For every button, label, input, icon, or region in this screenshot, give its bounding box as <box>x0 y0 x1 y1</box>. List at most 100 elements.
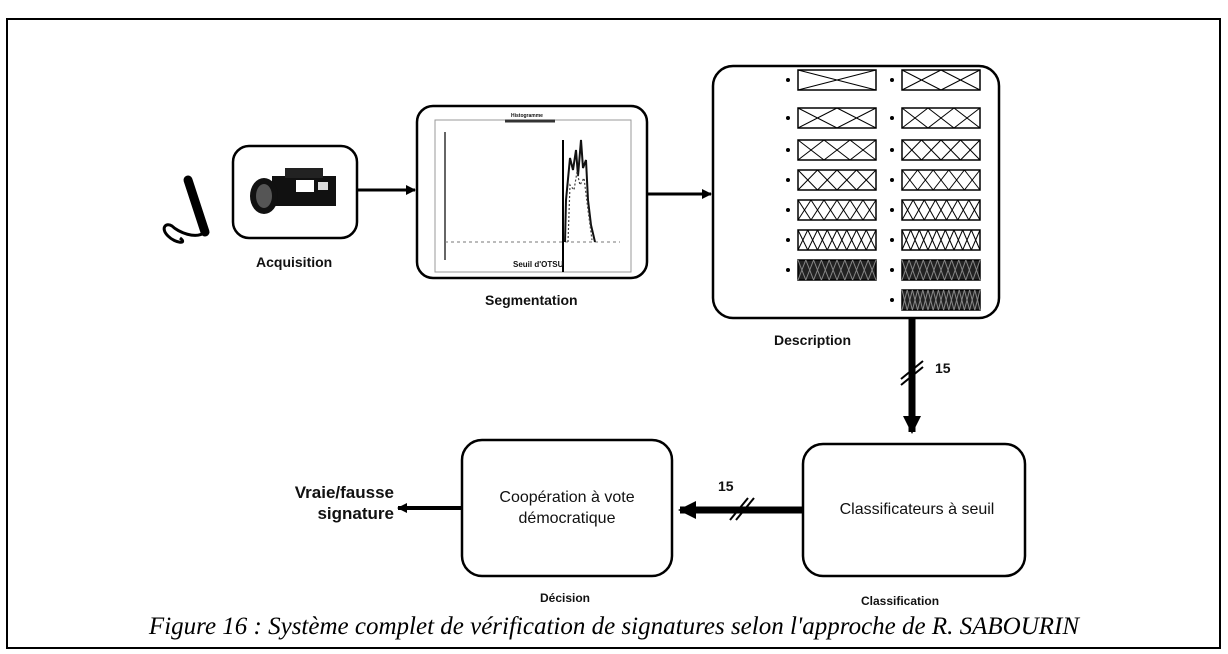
cooperation-text-line1: Coopération à vote <box>499 489 635 506</box>
pattern-line <box>817 229 828 251</box>
pattern-line <box>836 199 851 221</box>
pattern-line <box>912 199 925 221</box>
pattern-bullet <box>786 268 790 272</box>
pattern-bullet <box>890 78 894 82</box>
pattern-thumbnail <box>901 139 981 161</box>
pattern-bullet <box>786 78 790 82</box>
pattern-line <box>963 289 971 311</box>
pattern-line <box>969 289 976 311</box>
pattern-line <box>826 229 838 251</box>
pattern-line <box>948 289 955 311</box>
pattern-line <box>932 289 939 311</box>
pattern-line <box>965 259 974 281</box>
pattern-line <box>820 259 830 281</box>
pattern-line <box>836 229 848 251</box>
pattern-line <box>797 169 818 191</box>
pattern-line <box>940 139 961 161</box>
pattern-line <box>846 229 857 251</box>
pattern-line <box>953 107 981 129</box>
pattern-bullet <box>786 178 790 182</box>
pattern-line <box>906 289 913 311</box>
pattern-line <box>836 259 846 281</box>
pattern-line <box>911 289 919 311</box>
pattern-line <box>852 259 861 281</box>
otsu-label: Seuil d'OTSU <box>513 260 564 269</box>
output-label-line2: signature <box>317 504 394 523</box>
figure-frame: Acquisition Histogramme Seuil d'OTSU Seg… <box>6 18 1221 649</box>
pattern-line <box>807 229 818 251</box>
pattern-thumbnail <box>797 199 877 221</box>
pattern-line <box>962 229 972 251</box>
acquisition-label: Acquisition <box>256 254 333 270</box>
camera-icon <box>250 168 336 214</box>
pattern-line <box>797 259 807 281</box>
pattern-line <box>910 229 920 251</box>
pattern-bullet <box>890 116 894 120</box>
pattern-line <box>922 289 929 311</box>
pattern-line <box>901 289 908 311</box>
pattern-line <box>964 169 981 191</box>
pattern-bullet <box>890 238 894 242</box>
pattern-line <box>805 259 815 281</box>
pattern-bullet <box>890 148 894 152</box>
pattern-line <box>927 107 955 129</box>
pattern-line <box>844 259 854 281</box>
pattern-line <box>960 139 981 161</box>
pattern-line <box>972 259 981 281</box>
pattern-line <box>917 289 924 311</box>
pattern-line <box>862 199 877 221</box>
pattern-line <box>797 69 877 91</box>
pattern-line <box>946 199 959 221</box>
pattern-line <box>944 259 953 281</box>
pattern-line <box>810 199 825 221</box>
figure-caption: Figure 16 : Système complet de vérificat… <box>148 613 1080 640</box>
pattern-line <box>918 229 929 251</box>
pattern-line <box>849 139 877 161</box>
pattern-line <box>936 259 946 281</box>
pattern-line <box>813 259 822 281</box>
pattern-line <box>797 139 825 161</box>
pattern-line <box>901 229 912 251</box>
segmentation-label: Segmentation <box>485 292 578 308</box>
pattern-line <box>823 199 838 221</box>
classifier-text: Classificateurs à seuil <box>839 501 995 518</box>
pattern-line <box>923 199 936 221</box>
classification-label: Classification <box>861 594 940 608</box>
description-patterns <box>786 69 981 311</box>
pattern-line <box>936 229 946 251</box>
pattern-thumbnail <box>797 107 877 129</box>
pattern-line <box>944 229 955 251</box>
pattern-line <box>922 259 931 281</box>
pattern-line <box>797 107 838 129</box>
pattern-line <box>901 199 914 221</box>
pattern-line <box>865 229 877 251</box>
description-box <box>711 64 1001 320</box>
pattern-line <box>849 199 864 221</box>
pattern-line <box>856 169 877 191</box>
pattern-line <box>948 169 965 191</box>
pattern-line <box>917 169 934 191</box>
pattern-bullet <box>890 178 894 182</box>
pattern-line <box>859 259 869 281</box>
pattern-bullet <box>786 148 790 152</box>
pattern-line <box>901 169 918 191</box>
pattern-line <box>968 199 981 221</box>
pattern-line <box>932 169 950 191</box>
pattern-bullet <box>786 116 790 120</box>
pattern-line <box>836 107 877 129</box>
histogram-curve <box>564 139 596 243</box>
pattern-line <box>856 229 867 251</box>
pattern-line <box>951 259 960 281</box>
pattern-line <box>953 229 964 251</box>
pattern-line <box>953 289 960 311</box>
pattern-line <box>901 69 942 91</box>
decision-label: Décision <box>540 591 591 605</box>
pattern-bullet <box>890 298 894 302</box>
pattern-line <box>921 139 942 161</box>
cooperation-box <box>460 438 674 578</box>
pattern-bullet <box>890 208 894 212</box>
pattern-line <box>970 229 981 251</box>
cooperation-text-line2: démocratique <box>518 510 616 527</box>
histogram-title: Histogramme <box>511 113 543 119</box>
